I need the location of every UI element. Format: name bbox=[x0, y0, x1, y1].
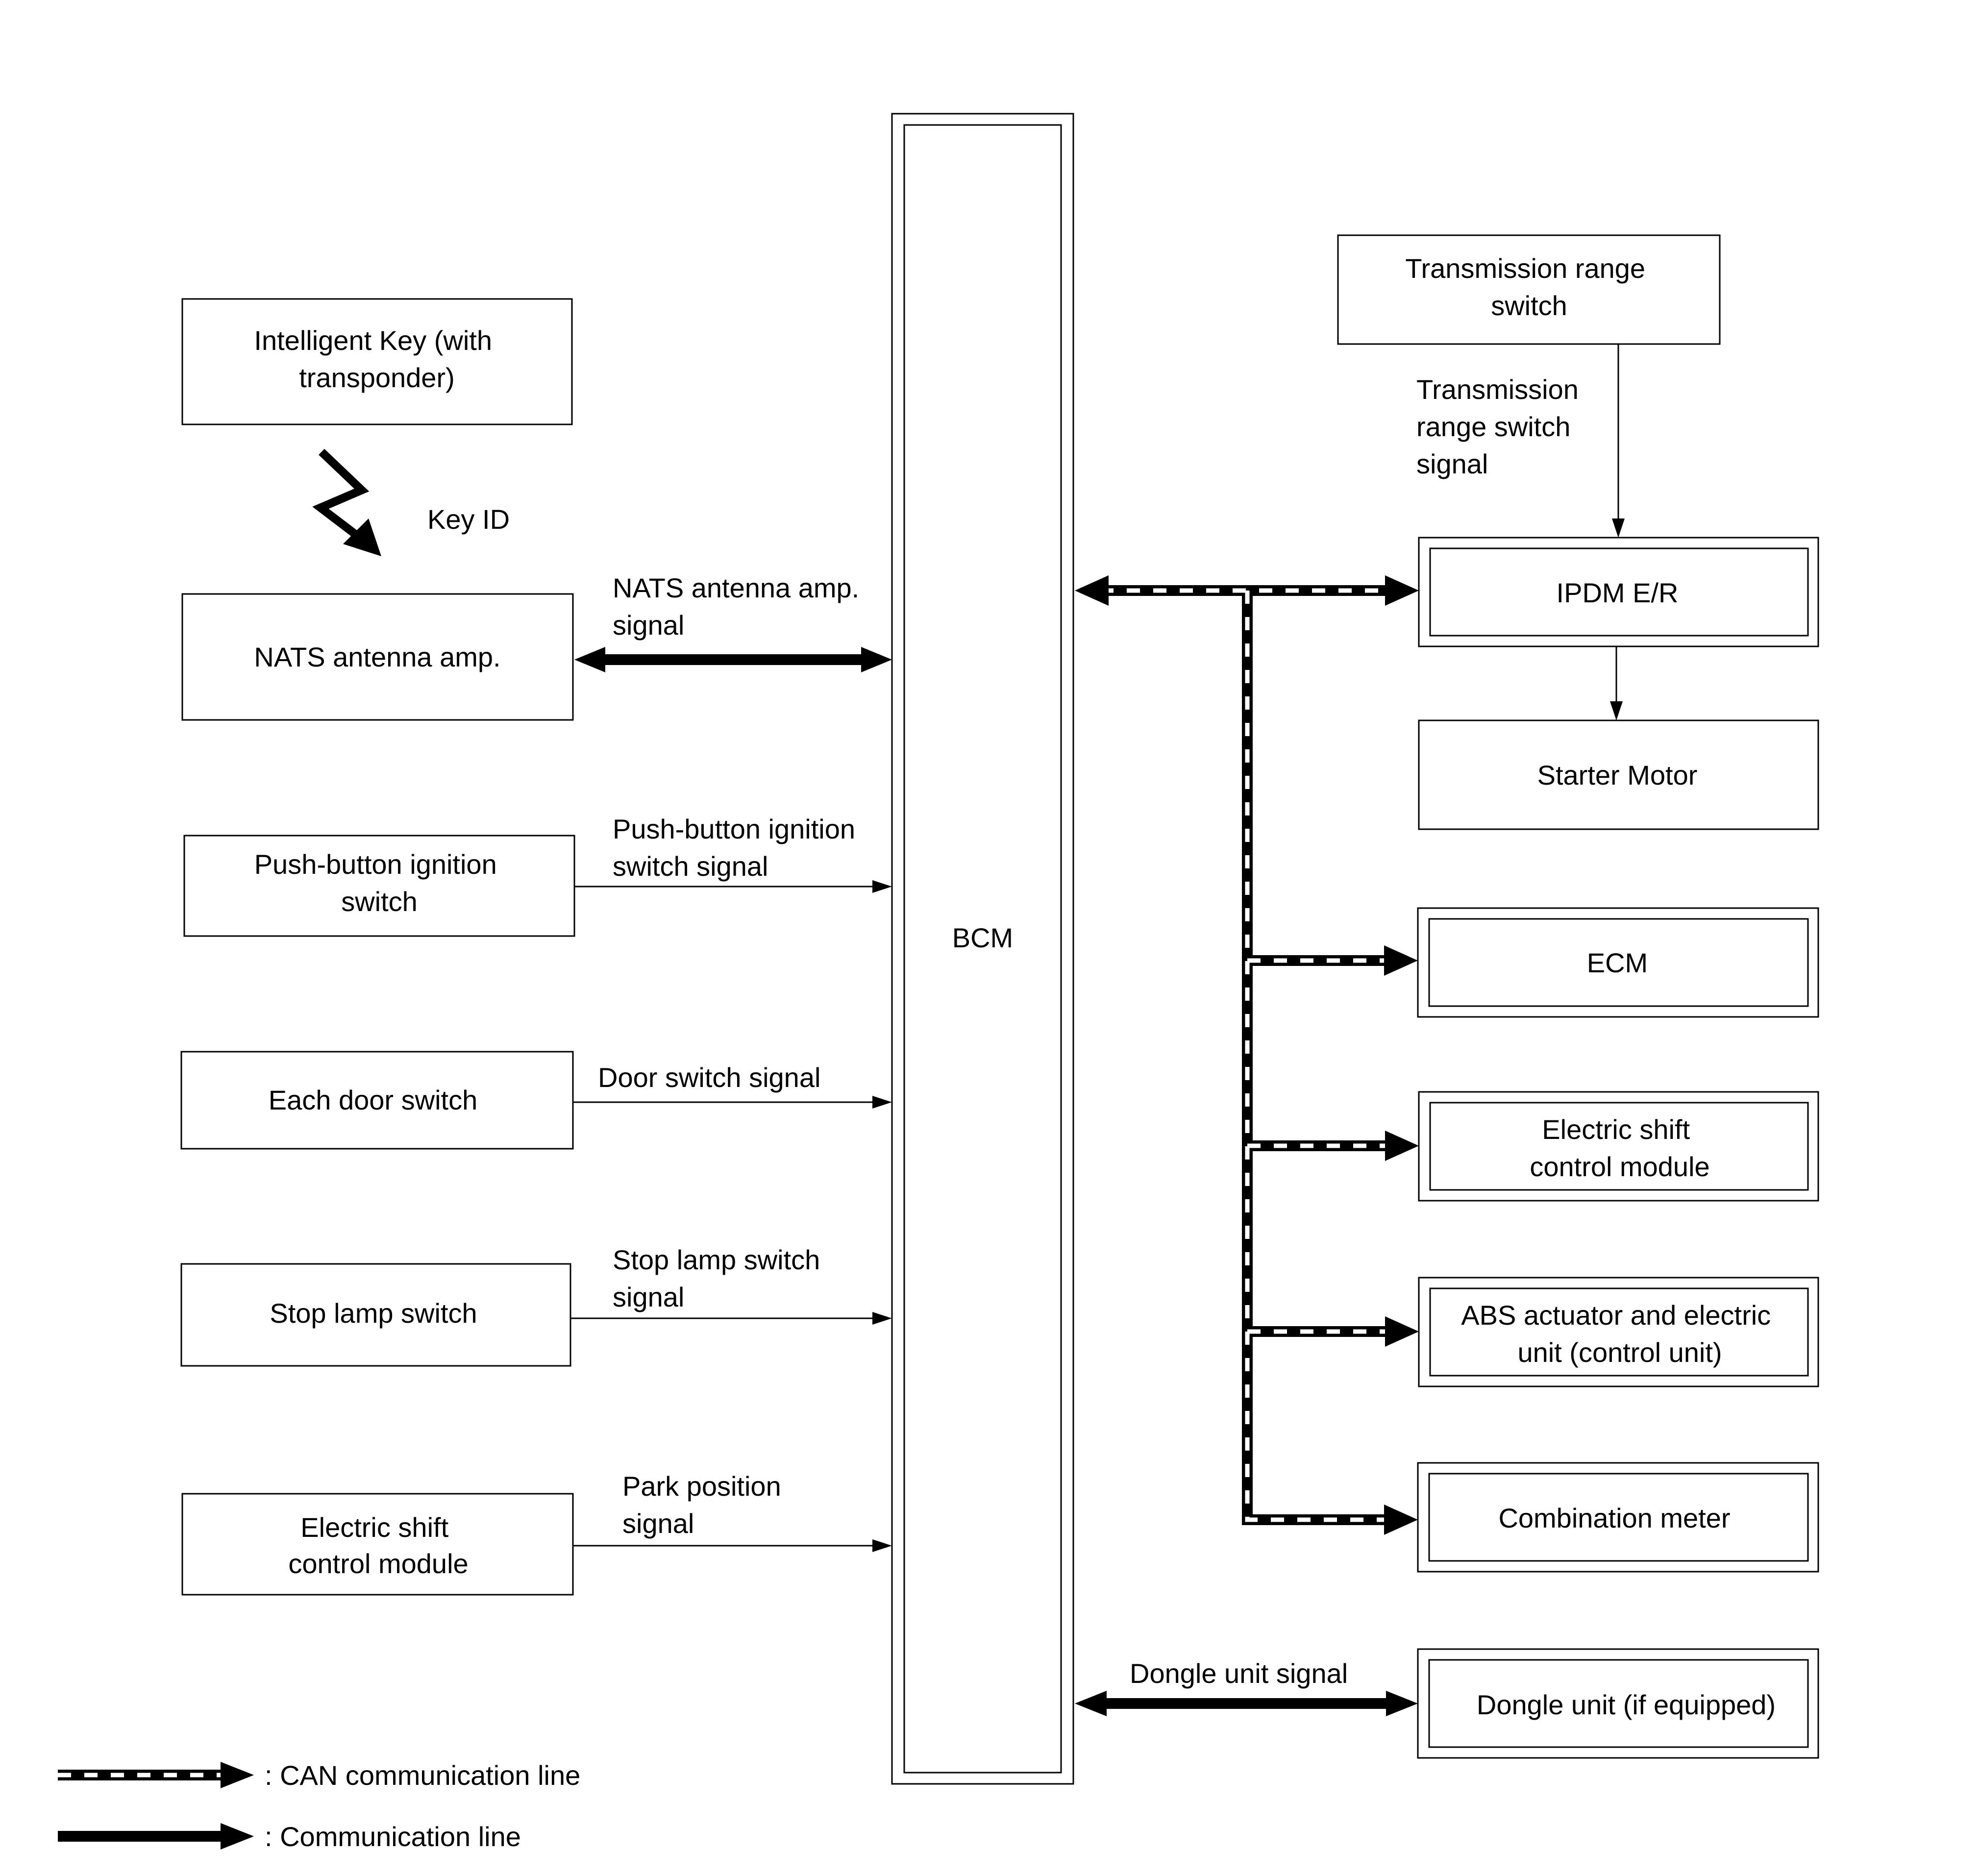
ipdm-to-starter-line bbox=[1610, 646, 1623, 720]
key-id-label: Key ID bbox=[427, 504, 510, 535]
dongle-unit-signal-label: Dongle unit signal bbox=[1130, 1658, 1348, 1689]
combination-meter-label: Combination meter bbox=[1498, 1503, 1730, 1533]
nats-antenna-amp-box: NATS antenna amp. bbox=[181, 593, 574, 721]
key-id-wireless-arrow bbox=[312, 448, 381, 556]
door-switch-signal-label: Door switch signal bbox=[598, 1062, 820, 1093]
intelligent-key-box: Intelligent Key (with transponder) bbox=[181, 298, 573, 425]
electric-shift-control-module-right-box: Electric shift control module bbox=[1418, 1091, 1819, 1202]
electric-shift-control-module-right-label: Electric shift control module bbox=[1530, 1114, 1709, 1182]
each-door-switch-box: Each door switch bbox=[180, 1051, 574, 1150]
park-position-signal-line bbox=[573, 1539, 892, 1552]
nats-antenna-amp-signal-label: NATS antenna amp. signal bbox=[613, 572, 867, 641]
legend-can-line bbox=[58, 1762, 254, 1788]
dongle-unit-label: Dongle unit (if equipped) bbox=[1477, 1689, 1776, 1720]
combination-meter-box: Combination meter bbox=[1417, 1462, 1819, 1573]
ipdm-er-label: IPDM E/R bbox=[1557, 577, 1679, 608]
dongle-unit-signal-line bbox=[1075, 1691, 1418, 1716]
transmission-range-switch-label: Transmission range switch bbox=[1405, 253, 1653, 321]
electric-shift-control-module-left-label: Electric shift control module bbox=[288, 1512, 468, 1579]
stop-lamp-switch-signal-line bbox=[570, 1312, 892, 1325]
push-button-ignition-switch-box: Push-button ignition switch bbox=[183, 835, 575, 937]
stop-lamp-switch-box: Stop lamp switch bbox=[180, 1263, 571, 1367]
push-button-ignition-signal-label: Push-button ignition switch signal bbox=[613, 814, 863, 882]
legend-communication-line bbox=[58, 1823, 254, 1850]
intelligent-key-label: Intelligent Key (with transponder) bbox=[254, 325, 499, 393]
legend-can-label: : CAN communication line bbox=[265, 1760, 580, 1791]
ecm-box: ECM bbox=[1417, 907, 1819, 1018]
transmission-range-switch-box: Transmission range switch bbox=[1337, 234, 1721, 345]
electric-shift-control-module-left-box: Electric shift control module bbox=[181, 1493, 574, 1596]
bcm-label: BCM bbox=[952, 922, 1013, 953]
dongle-unit-box: Dongle unit (if equipped) bbox=[1417, 1648, 1819, 1759]
nats-antenna-amp-signal-line bbox=[574, 647, 892, 672]
push-button-ignition-switch-label: Push-button ignition switch bbox=[254, 849, 505, 917]
starter-motor-label: Starter Motor bbox=[1537, 760, 1698, 790]
starter-motor-box: Starter Motor bbox=[1418, 719, 1819, 830]
abs-actuator-box: ABS actuator and electric unit (control … bbox=[1418, 1277, 1819, 1387]
stop-lamp-switch-label: Stop lamp switch bbox=[270, 1298, 477, 1329]
legend-communication-label: : Communication line bbox=[265, 1821, 521, 1852]
each-door-switch-label: Each door switch bbox=[269, 1085, 477, 1115]
stop-lamp-switch-signal-label: Stop lamp switch signal bbox=[613, 1244, 828, 1312]
transmission-range-switch-signal-line bbox=[1612, 344, 1625, 538]
park-position-signal-label: Park position signal bbox=[622, 1471, 789, 1539]
push-button-ignition-signal-line bbox=[574, 880, 892, 893]
can-bus bbox=[1075, 575, 1419, 1535]
ipdm-er-box: IPDM E/R bbox=[1418, 537, 1819, 647]
bcm-block: BCM bbox=[891, 113, 1074, 1785]
nats-antenna-amp-label: NATS antenna amp. bbox=[254, 642, 500, 672]
transmission-range-switch-signal-label: Transmission range switch signal bbox=[1416, 374, 1586, 479]
abs-actuator-label: ABS actuator and electric unit (control … bbox=[1461, 1300, 1778, 1368]
ecm-label: ECM bbox=[1587, 947, 1648, 978]
door-switch-signal-line bbox=[573, 1096, 892, 1109]
